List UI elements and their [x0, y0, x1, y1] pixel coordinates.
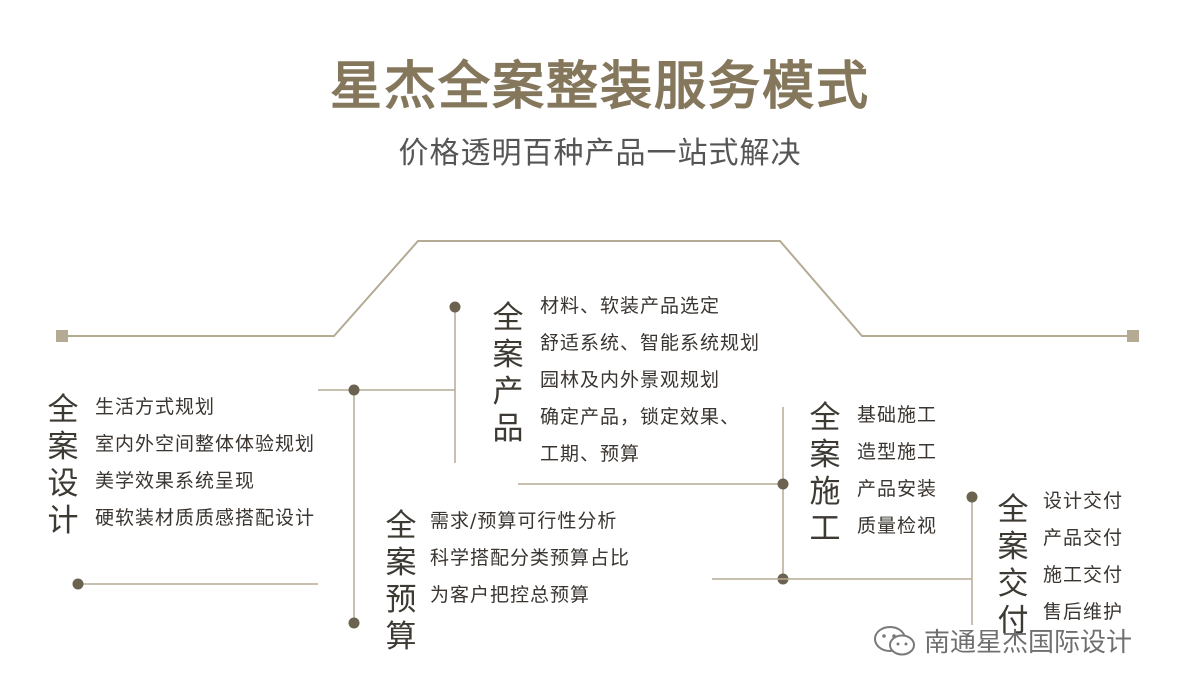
product-items: 材料、软装产品选定 舒适系统、智能系统规划 园林及内外景观规划 确定产品，锁定效…	[540, 288, 760, 473]
watermark-text: 南通星杰国际设计	[924, 628, 1133, 658]
main-route-line	[62, 240, 1133, 337]
budget-heading-char: 算	[385, 619, 417, 655]
budget-item: 为客户把控总预算	[430, 584, 591, 606]
delivery-heading-char: 全	[997, 492, 1029, 528]
budget-heading: 全 案 预 算	[381, 508, 421, 656]
delivery-item: 施工交付	[1043, 564, 1124, 586]
budget-dot-top	[348, 384, 360, 396]
design-heading-char: 案	[47, 429, 79, 465]
design-dot	[72, 578, 84, 590]
delivery-item: 售后维护	[1043, 601, 1124, 623]
design-item: 生活方式规划	[95, 396, 216, 418]
delivery-dot	[966, 491, 978, 503]
start-marker	[56, 330, 68, 342]
budget-heading-char: 预	[385, 582, 417, 618]
delivery-item: 产品交付	[1043, 527, 1124, 549]
construction-dot-top	[777, 478, 789, 490]
design-heading-char: 全	[47, 392, 79, 428]
construction-heading-char: 工	[809, 511, 841, 547]
design-heading-char: 计	[47, 503, 79, 539]
delivery-heading: 全 案 交 付	[993, 492, 1033, 640]
construction-items: 基础施工 造型施工 产品安装 质量检视	[857, 397, 937, 545]
design-heading-char: 设	[47, 466, 79, 502]
construction-item: 质量检视	[857, 515, 938, 537]
delivery-items: 设计交付 产品交付 施工交付 售后维护	[1043, 483, 1123, 631]
product-dot	[449, 301, 461, 313]
product-item: 确定产品，锁定效果、	[540, 406, 741, 428]
watermark: 南通星杰国际设计	[872, 622, 1132, 659]
delivery-heading-char: 案	[997, 529, 1029, 565]
budget-item: 需求/预算可行性分析	[430, 510, 618, 532]
construction-heading-char: 案	[809, 437, 841, 473]
design-items: 生活方式规划 室内外空间整体体验规划 美学效果系统呈现 硬软装材质质感搭配设计	[95, 389, 315, 537]
product-heading-char: 案	[492, 337, 524, 373]
construction-heading: 全 案 施 工	[805, 400, 845, 548]
product-heading-char: 全	[492, 300, 524, 336]
construction-heading-char: 全	[809, 400, 841, 436]
product-item: 园林及内外景观规划	[540, 369, 721, 391]
product-heading-char: 品	[492, 411, 524, 447]
product-item: 舒适系统、智能系统规划	[540, 332, 761, 354]
design-item: 美学效果系统呈现	[95, 470, 256, 492]
budget-heading-char: 全	[385, 508, 417, 544]
budget-item: 科学搭配分类预算占比	[430, 547, 631, 569]
construction-heading-char: 施	[809, 474, 841, 510]
product-item: 工期、预算	[540, 443, 641, 465]
delivery-heading-char: 付	[997, 603, 1029, 639]
construction-item: 基础施工	[857, 404, 938, 426]
product-heading: 全 案 产 品	[488, 300, 528, 448]
budget-items: 需求/预算可行性分析 科学搭配分类预算占比 为客户把控总预算	[430, 503, 630, 614]
design-item: 室内外空间整体体验规划	[95, 433, 316, 455]
budget-dot-bottom	[348, 617, 360, 629]
page-title: 星杰全案整装服务模式	[329, 57, 870, 117]
delivery-heading-char: 交	[997, 566, 1029, 602]
product-heading-char: 产	[492, 374, 524, 410]
construction-item: 产品安装	[857, 478, 938, 500]
end-marker	[1127, 330, 1139, 342]
construction-item: 造型施工	[857, 441, 938, 463]
delivery-item: 设计交付	[1043, 490, 1124, 512]
product-item: 材料、软装产品选定	[540, 295, 721, 317]
wechat-icon	[874, 625, 915, 655]
design-item: 硬软装材质质感搭配设计	[95, 507, 316, 529]
budget-heading-char: 案	[385, 545, 417, 581]
design-heading: 全 案 设 计	[43, 392, 83, 540]
page-subtitle: 价格透明百种产品一站式解决	[398, 136, 802, 171]
